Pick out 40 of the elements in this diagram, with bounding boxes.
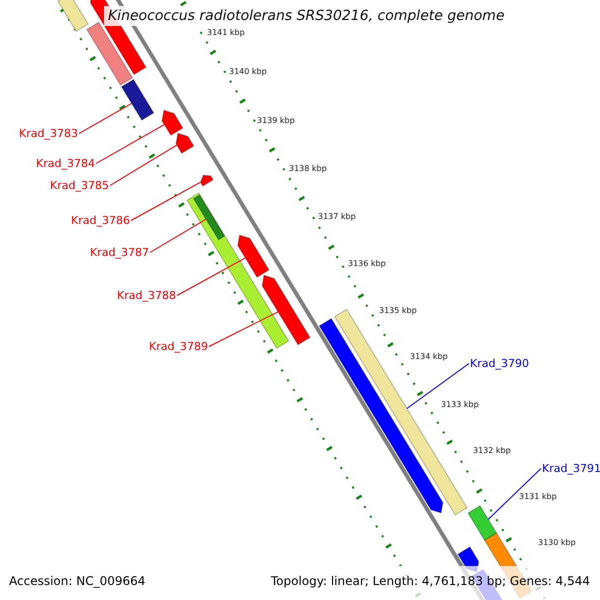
gene-feature	[192, 194, 226, 240]
leader-line	[488, 468, 542, 520]
gene-feature	[120, 78, 154, 121]
genome-stats-text: Topology: linear; Length: 4,761,183 bp; Genes: 4,544	[270, 575, 590, 588]
leader-line	[96, 124, 165, 164]
gene-feature	[237, 234, 270, 278]
scale-label: 3131 kbp	[519, 492, 557, 502]
scale-label: 3135 kbp	[379, 306, 417, 316]
leader-line	[130, 182, 201, 221]
scale-label: 3134 kbp	[410, 352, 448, 362]
accession-text: Accession: NC_009664	[9, 575, 146, 588]
gene-feature	[175, 132, 194, 154]
gene-feature	[161, 110, 184, 136]
leader-line	[110, 144, 178, 186]
gene-label: Krad_3789	[149, 340, 208, 353]
gene-label: Krad_3784	[36, 157, 95, 170]
leader-line	[208, 311, 279, 347]
gene-label: Krad_3785	[50, 179, 109, 192]
gene-feature	[86, 22, 134, 86]
gene-feature	[262, 274, 311, 346]
gene-label: Krad_3786	[71, 214, 130, 227]
leader-line	[406, 363, 470, 409]
leader-line	[176, 257, 246, 296]
gene-feature	[467, 505, 498, 541]
gene-label: Krad_3787	[90, 246, 149, 259]
scale-label: 3133 kbp	[441, 400, 479, 410]
gene-label: Krad_3790	[470, 357, 529, 370]
scale-label: 3139 kbp	[257, 116, 295, 126]
scale-label: 3141 kbp	[207, 28, 245, 38]
gene-feature	[57, 0, 89, 32]
leader-line	[78, 102, 132, 134]
leader-line	[150, 218, 206, 253]
scale-label: 3136 kbp	[348, 259, 386, 269]
gene-label: Krad_3791	[542, 462, 600, 475]
scale-label: 3140 kbp	[229, 67, 267, 77]
gene-label: Krad_3788	[117, 289, 176, 302]
scale-label: 3138 kbp	[289, 164, 327, 174]
scale-label: 3137 kbp	[318, 212, 356, 222]
gene-feature	[200, 174, 214, 187]
gene-label: Krad_3783	[19, 127, 78, 140]
